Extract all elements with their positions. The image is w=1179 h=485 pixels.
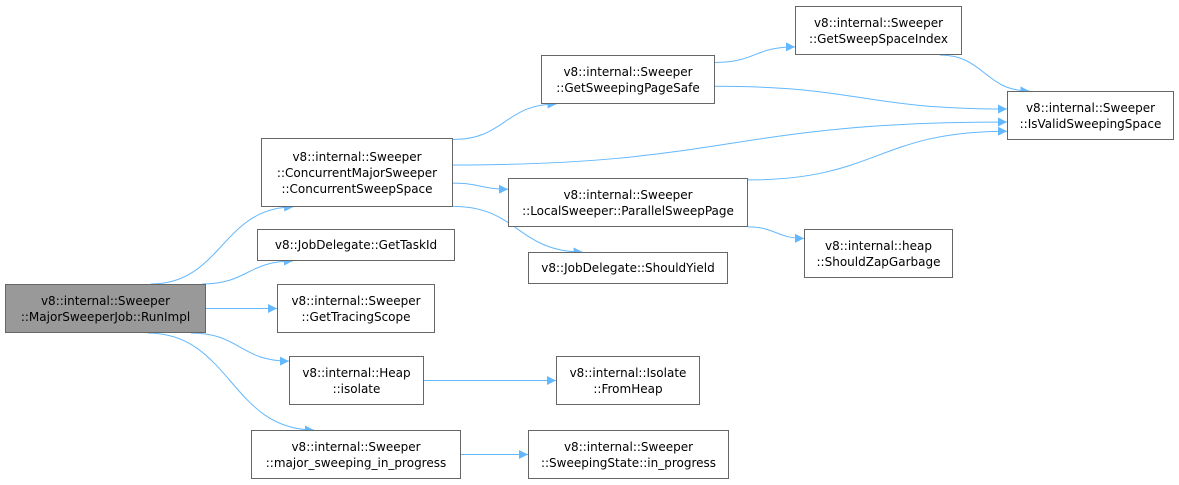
node-get-tracing-scope-line-1: v8::internal::Sweeper: [291, 293, 421, 308]
node-should-zap-garbage-line-1: v8::internal::heap: [825, 238, 932, 253]
node-run-impl: v8::internal::Sweeper ::MajorSweeperJob:…: [5, 284, 206, 333]
edge-concurrent_sweep_space-to-is_valid_sweeping_space: [452, 117, 1008, 166]
node-concurrent-sweep-space-line-1: v8::internal::Sweeper: [292, 149, 422, 164]
node-get-sweep-space-index-line-1: v8::internal::Sweeper: [813, 15, 944, 30]
node-concurrent-sweep-space[interactable]: v8::internal::Sweeper ::ConcurrentMajorS…: [261, 138, 453, 207]
node-heap-isolate-line-2: ::isolate: [332, 381, 381, 396]
edge-concurrent_sweep_space-to-should_yield: [452, 205, 583, 257]
node-run-impl-line-2: ::MajorSweeperJob::RunImpl: [20, 309, 191, 324]
node-get-task-id-line-1: v8::JobDelegate::GetTaskId: [274, 238, 438, 252]
node-should-zap-garbage[interactable]: v8::internal::heap ::ShouldZapGarbage: [804, 229, 953, 278]
node-get-sweeping-page-safe[interactable]: v8::internal::Sweeper ::GetSweepingPageS…: [541, 55, 715, 104]
edge-get_sweeping_page_safe-to-get_sweep_space_index: [714, 42, 796, 63]
node-get-sweeping-page-safe-line-1: v8::internal::Sweeper: [563, 64, 693, 79]
node-sweeping-state-in-progress-line-2: ::SweepingState::in_progress: [540, 455, 717, 470]
node-is-valid-sweeping-space[interactable]: v8::internal::Sweeper ::IsValidSweepingS…: [1007, 91, 1174, 140]
node-get-tracing-scope[interactable]: v8::internal::Sweeper ::GetTracingScope: [277, 284, 435, 333]
edge-run_impl-to-major_sweeping_in_progress: [147, 332, 314, 435]
node-should-zap-garbage-line-2: ::ShouldZapGarbage: [816, 254, 941, 269]
node-parallel-sweep-page-line-2: ::LocalSweeper::ParallelSweepPage: [522, 203, 734, 218]
node-concurrent-sweep-space-line-2: ::ConcurrentMajorSweeper: [276, 165, 438, 180]
node-get-sweep-space-index[interactable]: v8::internal::Sweeper ::GetSweepSpaceInd…: [795, 6, 962, 55]
node-should-yield-line-1: v8::JobDelegate::ShouldYield: [541, 261, 715, 275]
node-major-sweeping-in-progress-line-1: v8::internal::Sweeper: [291, 439, 421, 454]
node-get-tracing-scope-line-2: ::GetTracingScope: [301, 309, 411, 324]
node-isolate-from-heap-line-1: v8::internal::Isolate: [569, 365, 687, 380]
node-get-sweeping-page-safe-line-2: ::GetSweepingPageSafe: [556, 80, 700, 95]
node-sweeping-state-in-progress[interactable]: v8::internal::Sweeper ::SweepingState::i…: [528, 430, 729, 479]
node-concurrent-sweep-space-line-3: ::ConcurrentSweepSpace: [281, 181, 433, 196]
node-is-valid-sweeping-space-line-2: ::IsValidSweepingSpace: [1019, 116, 1162, 131]
node-heap-isolate[interactable]: v8::internal::Heap ::isolate: [289, 356, 424, 405]
node-parallel-sweep-page-line-1: v8::internal::Sweeper: [563, 187, 693, 202]
node-should-yield[interactable]: v8::JobDelegate::ShouldYield: [528, 252, 728, 284]
edge-concurrent_sweep_space-to-parallel_sweep_page: [452, 182, 509, 194]
node-run-impl-line-1: v8::internal::Sweeper: [40, 293, 171, 308]
edge-concurrent_sweep_space-to-get_sweeping_page_safe: [452, 99, 557, 141]
edge-parallel_sweep_page-to-is_valid_sweeping_space: [747, 126, 1008, 181]
edge-get_sweep_space_index-to-is_valid_sweeping_space: [939, 54, 1030, 96]
edge-run_impl-to-get_task_id: [202, 256, 293, 285]
node-parallel-sweep-page[interactable]: v8::internal::Sweeper ::LocalSweeper::Pa…: [508, 178, 748, 227]
edge-run_impl-to-heap_isolate: [190, 332, 290, 366]
node-major-sweeping-in-progress[interactable]: v8::internal::Sweeper ::major_sweeping_i…: [251, 430, 461, 479]
node-isolate-from-heap[interactable]: v8::internal::Isolate ::FromHeap: [556, 356, 700, 405]
node-sweeping-state-in-progress-line-1: v8::internal::Sweeper: [563, 439, 694, 454]
node-get-sweep-space-index-line-2: ::GetSweepSpaceIndex: [809, 31, 948, 46]
edge-get_sweeping_page_safe-to-is_valid_sweeping_space: [714, 85, 1008, 114]
edge-run_impl-to-concurrent_sweep_space: [150, 202, 294, 285]
node-heap-isolate-line-1: v8::internal::Heap: [302, 365, 411, 380]
node-isolate-from-heap-line-2: ::FromHeap: [593, 381, 663, 396]
edge-parallel_sweep_page-to-should_zap_garbage: [747, 226, 805, 243]
node-get-task-id[interactable]: v8::JobDelegate::GetTaskId: [257, 229, 455, 261]
node-major-sweeping-in-progress-line-2: ::major_sweeping_in_progress: [265, 455, 447, 470]
node-is-valid-sweeping-space-line-1: v8::internal::Sweeper: [1025, 100, 1156, 115]
